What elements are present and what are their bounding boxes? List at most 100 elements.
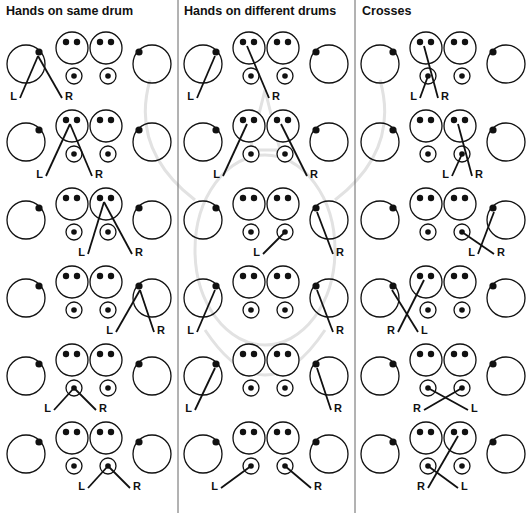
strike-dot (71, 73, 77, 79)
stick-line (108, 466, 130, 488)
strike-dot (489, 360, 496, 367)
strike-dot (105, 151, 111, 157)
hand-label: L (185, 402, 192, 414)
small-drum (100, 146, 116, 162)
stick-line (197, 56, 215, 98)
stick-line (70, 124, 92, 176)
hand-label: L (78, 246, 85, 258)
small-drum (420, 224, 436, 240)
strike-dot (35, 48, 42, 55)
small-drum (243, 224, 259, 240)
strike-dot (428, 351, 434, 357)
strike-dot (108, 39, 114, 45)
small-drum (66, 68, 82, 84)
small-drum (100, 224, 116, 240)
strike-dot (425, 307, 431, 313)
column-heading: Hands on different drums (184, 4, 336, 18)
hand-label: R (334, 402, 342, 414)
floor-drum (133, 123, 171, 161)
hand-label: L (211, 480, 218, 492)
tom-drum (90, 266, 122, 298)
strike-dot (63, 39, 69, 45)
drum-kit (184, 422, 348, 488)
strike-dot (417, 117, 423, 123)
drum-kit (361, 266, 525, 332)
strike-dot (97, 117, 103, 123)
hand-label: L (471, 402, 478, 414)
strike-dot (285, 39, 291, 45)
floor-drum (310, 123, 348, 161)
small-drum (277, 302, 293, 318)
stick-line (392, 290, 418, 332)
stick-line (424, 46, 438, 98)
floor-drum (361, 435, 399, 473)
stick-line (317, 368, 331, 410)
strike-dot (212, 360, 219, 367)
hand-label: R (417, 480, 425, 492)
strike-dot (459, 463, 465, 469)
hand-label: R (441, 90, 449, 102)
small-drum (277, 146, 293, 162)
strike-dot (417, 351, 423, 357)
strike-dot (489, 126, 496, 133)
stick-line (20, 56, 38, 98)
tom-drum (444, 32, 476, 64)
strike-dot (63, 117, 69, 123)
strike-dot (105, 73, 111, 79)
tom-drum (267, 32, 299, 64)
floor-drum (7, 357, 45, 395)
strike-dot (108, 273, 114, 279)
stick-line (46, 124, 70, 176)
hand-label: R (135, 246, 143, 258)
floor-drum (133, 45, 171, 83)
floor-drum (7, 123, 45, 161)
floor-drum (7, 435, 45, 473)
strike-dot (389, 48, 396, 55)
stick-line (458, 124, 472, 176)
stick-line (116, 290, 140, 332)
drum-kit (184, 344, 348, 410)
strike-dot (274, 273, 280, 279)
small-drum (100, 380, 116, 396)
tom-drum (233, 422, 265, 454)
floor-drum (487, 123, 525, 161)
hand-label: L (78, 480, 85, 492)
strike-dot (248, 151, 254, 157)
strike-dot (389, 126, 396, 133)
strike-dot (282, 385, 288, 391)
stick-line (317, 212, 333, 254)
tom-drum (410, 422, 442, 454)
tom-drum (90, 32, 122, 64)
column-heading: Hands on same drum (6, 4, 133, 18)
tom-drum (90, 344, 122, 376)
stick-line (54, 388, 74, 410)
strike-dot (135, 126, 142, 133)
small-drum (243, 302, 259, 318)
tom-drum (410, 188, 442, 220)
stick-line (285, 466, 311, 488)
strike-dot (428, 195, 434, 201)
stick-line (462, 232, 494, 254)
strike-dot (459, 73, 465, 79)
drum-kit (7, 266, 171, 332)
drum-kit (7, 110, 171, 176)
small-drum (66, 224, 82, 240)
tom-drum (56, 266, 88, 298)
strike-dot (428, 273, 434, 279)
drum-kit (7, 344, 171, 410)
strike-dot (459, 307, 465, 313)
small-drum (243, 146, 259, 162)
strike-dot (451, 39, 457, 45)
drum-kit (184, 32, 348, 98)
strike-dot (74, 117, 80, 123)
hand-label: R (475, 168, 483, 180)
floor-drum (133, 201, 171, 239)
watermark (145, 80, 384, 375)
strike-dot (74, 429, 80, 435)
floor-drum (184, 201, 222, 239)
floor-drum (7, 45, 45, 83)
hand-label: L (44, 402, 51, 414)
tom-drum (267, 188, 299, 220)
strike-dot (105, 385, 111, 391)
tom-drum (444, 266, 476, 298)
